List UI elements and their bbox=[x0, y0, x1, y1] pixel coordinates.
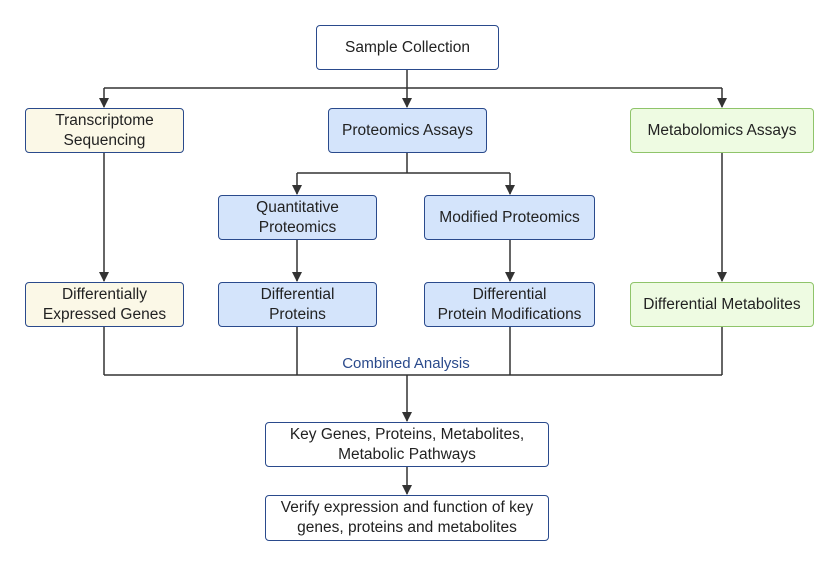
node-differential-proteins: Differential Proteins bbox=[218, 282, 377, 327]
node-sample-collection: Sample Collection bbox=[316, 25, 499, 70]
node-modified-proteomics: Modified Proteomics bbox=[424, 195, 595, 240]
node-key-findings: Key Genes, Proteins, Metabolites, Metabo… bbox=[265, 422, 549, 467]
node-differential-protein-modifications: Differential Protein Modifications bbox=[424, 282, 595, 327]
node-verification: Verify expression and function of key ge… bbox=[265, 495, 549, 541]
node-metabolomics-assays: Metabolomics Assays bbox=[630, 108, 814, 153]
node-transcriptome-sequencing: Transcriptome Sequencing bbox=[25, 108, 184, 153]
node-quantitative-proteomics: Quantitative Proteomics bbox=[218, 195, 377, 240]
combined-analysis-label: Combined Analysis bbox=[306, 355, 506, 373]
node-proteomics-assays: Proteomics Assays bbox=[328, 108, 487, 153]
node-differentially-expressed-genes: Differentially Expressed Genes bbox=[25, 282, 184, 327]
node-differential-metabolites: Differential Metabolites bbox=[630, 282, 814, 327]
